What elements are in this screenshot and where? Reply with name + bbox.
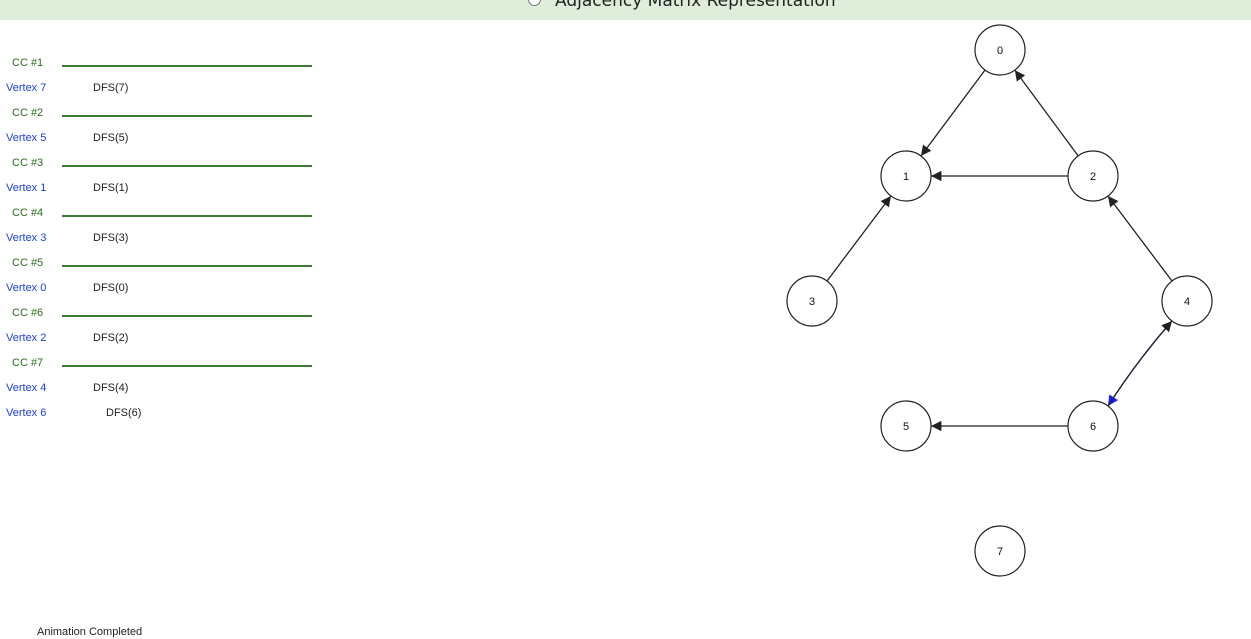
node-circle	[880, 150, 932, 202]
vertex-row: Vertex 4 DFS(4)	[0, 380, 340, 396]
node-label: 2	[1090, 171, 1096, 183]
cc-label: CC #4	[12, 207, 44, 219]
animation-status: Animation Completed	[37, 626, 143, 638]
graph-node-0: 0	[974, 24, 1026, 76]
dfs-log-panel: CC #1 Vertex 7 DFS(7) CC #2 Vertex 5 DFS(5) CC…	[0, 0, 340, 430]
node-circle	[1161, 275, 1213, 327]
edge-3-to-1	[826, 195, 892, 282]
cc-header-row: CC #1	[0, 55, 340, 71]
node-circle	[1067, 400, 1119, 452]
graph-node-2: 2	[1067, 150, 1119, 202]
graph-node-4: 4	[1161, 275, 1213, 327]
edges-layer	[826, 69, 1173, 432]
cc-divider-line	[62, 315, 312, 317]
cc-divider-line	[62, 165, 312, 167]
cc-label: CC #3	[12, 157, 44, 169]
vertex-label: Vertex 7	[6, 82, 47, 94]
vertex-label: Vertex 2	[6, 332, 47, 344]
node-label: 0	[997, 45, 1003, 57]
cc-header-row: CC #3	[0, 155, 340, 171]
vertex-row: Vertex 5 DFS(5)	[0, 130, 340, 146]
vertex-row: Vertex 2 DFS(2)	[0, 330, 340, 346]
node-label: 5	[903, 421, 909, 433]
node-circle	[786, 275, 838, 327]
node-label: 6	[1090, 421, 1096, 433]
cc-divider-line	[62, 115, 312, 117]
cc-label: CC #6	[12, 307, 44, 319]
cc-divider-line	[62, 265, 312, 267]
edge-0-to-1	[920, 69, 986, 157]
vertex-row: Vertex 1 DFS(1)	[0, 180, 340, 196]
vertex-row: Vertex 3 DFS(3)	[0, 230, 340, 246]
graph-node-6: 6	[1067, 400, 1119, 452]
cc-label: CC #1	[12, 57, 44, 69]
graph-node-3: 3	[786, 275, 838, 327]
vertex-label: Vertex 6	[6, 407, 47, 419]
vertex-label: Vertex 5	[6, 132, 47, 144]
vertex-label: Vertex 0	[6, 282, 47, 294]
cc-divider-line	[62, 365, 312, 367]
dfs-call-label: DFS(5)	[93, 132, 129, 144]
node-circle	[974, 525, 1026, 577]
cc-label: CC #2	[12, 107, 44, 119]
vertex-row: Vertex 6 DFS(6)	[0, 405, 340, 421]
cc-divider-line	[62, 65, 312, 67]
graph-node-7: 7	[974, 525, 1026, 577]
cc-label: CC #5	[12, 257, 44, 269]
matrix-representation-label[interactable]: Adjacency Matrix Representation	[555, 0, 836, 11]
vertex-row: Vertex 7 DFS(7)	[0, 80, 340, 96]
cc-header-row: CC #4	[0, 205, 340, 221]
dfs-call-label: DFS(2)	[93, 332, 129, 344]
node-label: 7	[997, 546, 1003, 558]
node-label: 3	[809, 296, 815, 308]
dfs-call-label: DFS(0)	[93, 282, 129, 294]
node-circle	[974, 24, 1026, 76]
node-label: 4	[1184, 296, 1190, 308]
vertex-label: Vertex 1	[6, 182, 47, 194]
nodes-layer: 0 1 2 3 4 5 6 7	[786, 24, 1213, 577]
vertex-row: Vertex 0 DFS(0)	[0, 280, 340, 296]
vertex-label: Vertex 4	[6, 382, 47, 394]
edge-6-to-4	[1107, 320, 1173, 407]
cc-header-row: CC #6	[0, 305, 340, 321]
graph-node-1: 1	[880, 150, 932, 202]
cc-divider-line	[62, 215, 312, 217]
edge-4-to-6-highlighted	[1107, 320, 1173, 407]
dfs-call-label: DFS(6)	[106, 407, 142, 419]
cc-label: CC #7	[12, 357, 44, 369]
node-circle	[880, 400, 932, 452]
dfs-call-label: DFS(3)	[93, 232, 129, 244]
graph-node-5: 5	[880, 400, 932, 452]
dfs-call-label: DFS(1)	[93, 182, 129, 194]
dfs-call-label: DFS(4)	[93, 382, 129, 394]
node-label: 1	[903, 171, 909, 183]
cc-header-row: CC #7	[0, 355, 340, 371]
vertex-label: Vertex 3	[6, 232, 47, 244]
cc-header-row: CC #5	[0, 255, 340, 271]
node-circle	[1067, 150, 1119, 202]
top-bar: Adjacency Matrix Representation	[0, 0, 1251, 20]
edge-2-to-0	[1014, 69, 1079, 157]
cc-header-row: CC #2	[0, 105, 340, 121]
dfs-call-label: DFS(7)	[93, 82, 129, 94]
edge-4-to-2	[1107, 195, 1173, 282]
